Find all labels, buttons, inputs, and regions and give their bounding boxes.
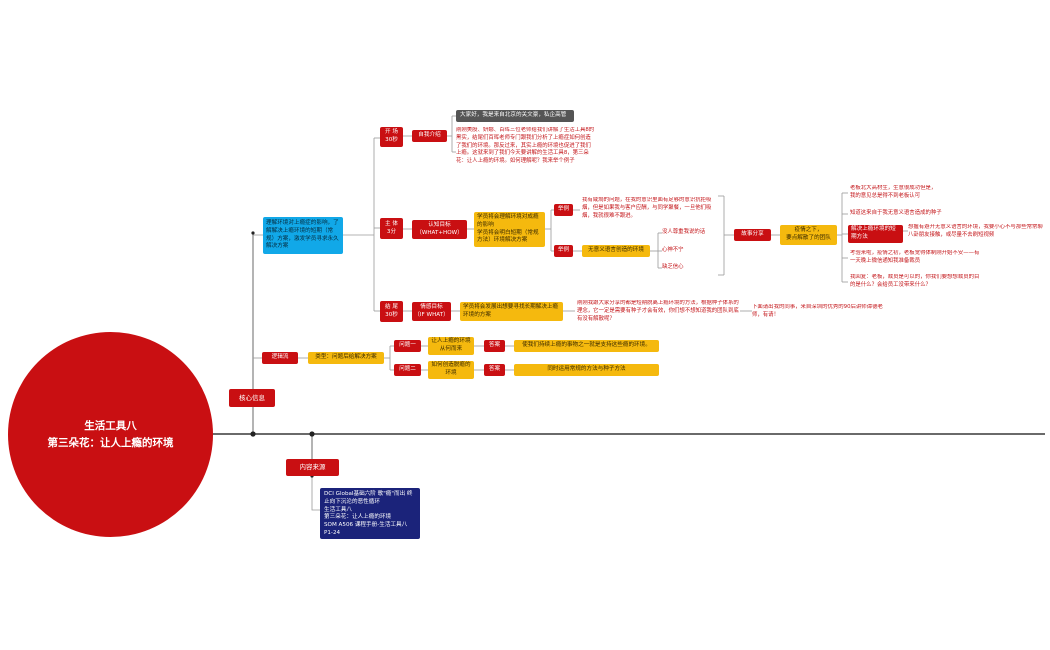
branch-core-info[interactable]: 核心信息 — [229, 389, 275, 407]
self-intro-node[interactable]: 自我介绍 — [412, 130, 447, 142]
example1-text: 我有咸焗的问题，在我的意识里面有足够的意识抗拒吸烟，但是如果我与客户应酬，与同学… — [582, 197, 712, 219]
answer-2-label[interactable]: 答案 — [484, 364, 505, 376]
source-text: DCI Global基础六阶 歌"瘾"而出 终止向下沉沦的恶性循环 生活工具八 … — [320, 488, 420, 539]
intro-text: 刚刚美股、妍娜、百晖三位老师给我们讲解了生活工具8的黑实，结尾们百晖老师专门跟我… — [456, 127, 595, 165]
intro-greeting: 大家好，我是来自北京的关文豪，私企高管 — [456, 110, 574, 122]
env-item-1: 没人尊重我说的话 — [662, 229, 706, 236]
short-term-solution[interactable]: 解决上瘾环境的短期方法 — [848, 225, 903, 243]
story-text-2: 知道这来自于我无意义语言造成的种子 — [850, 210, 942, 217]
answer-1-text: 使我们持续上瘾的事物之一就是支持这些瘾的环境。 — [514, 340, 659, 352]
logic-flow-node[interactable]: 逻辑流 — [262, 352, 298, 364]
env-item-3: 缺乏信心 — [662, 264, 684, 271]
question-2-text[interactable]: 如何创造脱瘾的环境 — [428, 361, 474, 379]
phase-close[interactable]: 结 尾 30秒 — [380, 301, 403, 322]
core-top-dot — [251, 231, 255, 235]
axis-junction-core — [250, 431, 256, 437]
emotional-goal-desc: 学员将会发展出想要寻找长期解决上瘾环境的方案 — [460, 302, 563, 321]
meaningless-language-env[interactable]: 无意义语言创造的环境 — [582, 245, 650, 257]
cognitive-goal[interactable]: 认知目标 （WHAT+HOW） — [412, 220, 467, 239]
story-text-4: 考验来啦，疫情之初，老板觉得体制刚开始不安——有一天晚上微信通知我准备裁员 — [850, 250, 980, 264]
axis-junction-source — [309, 431, 315, 437]
env-item-2: 心神不宁 — [662, 247, 684, 254]
story-share-node[interactable]: 故事分享 — [734, 229, 771, 241]
question-2-label[interactable]: 问题二 — [394, 364, 421, 376]
story-text-1: 老板北大高材生，生意很成功但是， 我的意见总是得不到老板认可 — [850, 185, 937, 199]
emotional-goal[interactable]: 情感目标 （IF WHAT） — [412, 302, 451, 321]
close-follow-text: 下面请出我的同事，来自深圳的优秀的90后讲师谭德老师，有请！ — [752, 304, 883, 318]
objective-node[interactable]: 理解环境对上瘾症的影响，了解解决上瘾环境的短期（常规）方案，激发学员寻求永久解决… — [263, 217, 343, 254]
story-text-3: 想握有避开无意义语言的环境，我要小心不与那些常常聊八卦朋友接触，或尽量不去刷短视… — [908, 224, 1043, 238]
root-topic[interactable]: 生活工具八 第三朵花：让人上瘾的环境 — [8, 332, 213, 537]
question-1-label[interactable]: 问题一 — [394, 340, 421, 352]
close-text: 刚刚我跟大家分享的都是短期脱离上瘾环境的方法，根据种子体系的理念，它一定是需要有… — [577, 300, 739, 322]
logic-type-node[interactable]: 类型：问题后给解决方案 — [308, 352, 384, 364]
branch-content-source[interactable]: 内容来源 — [286, 459, 339, 476]
example-label-2[interactable]: 举例 — [554, 245, 573, 257]
phase-body[interactable]: 主 体 3分 — [380, 218, 403, 239]
story-text-5: 我回复：老板，裁员是可以的，你我们要想想裁员的目的是什么？会给员工没带来什么？ — [850, 274, 980, 288]
epidemic-team-node[interactable]: 疫情之下， 要点解散了的团队 — [780, 225, 837, 245]
cognitive-goal-desc: 学员将会理解环境对成瘾的影响 学员将会明白短期（常规方法）环境解决方案 — [474, 212, 545, 247]
answer-1-label[interactable]: 答案 — [484, 340, 505, 352]
phase-open[interactable]: 开 场 30秒 — [380, 127, 403, 147]
answer-2-text: 同时运用常规的方法与种子方法 — [514, 364, 659, 376]
question-1-text[interactable]: 让人上瘾的环境从何而来 — [428, 337, 474, 355]
example-label-1[interactable]: 举例 — [554, 204, 573, 216]
